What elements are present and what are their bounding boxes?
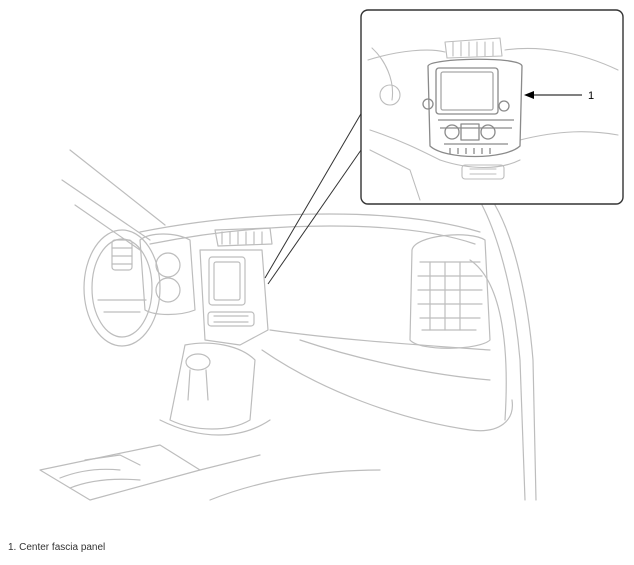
- callout-arrow: [524, 91, 582, 99]
- dashboard-illustration: 1: [39, 9, 624, 501]
- detail-inset-frame: [360, 9, 624, 205]
- display-screen: [435, 67, 499, 115]
- center-fascia-panel: [422, 58, 523, 158]
- detail-line-art: [367, 37, 619, 201]
- figure-caption: 1. Center fascia panel: [8, 542, 106, 553]
- callout-number: 1: [588, 90, 594, 102]
- steering-wheel: [83, 229, 161, 347]
- zoom-leader-lines: [264, 111, 369, 285]
- detail-inset: 1: [360, 9, 624, 205]
- dashboard-line-art: [39, 149, 537, 501]
